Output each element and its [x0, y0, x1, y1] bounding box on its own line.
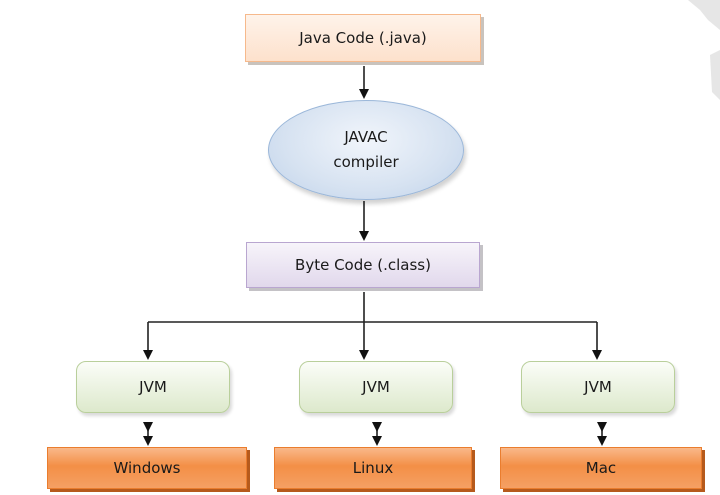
jvm-label: JVM	[139, 378, 167, 396]
platform-label: Linux	[352, 459, 394, 477]
javac-compiler-node: JAVAC compiler	[268, 100, 464, 200]
jvm-node-linux: JVM	[299, 361, 453, 413]
page-corner-decoration	[688, 0, 720, 100]
java-source-node: Java Code (.java)	[245, 14, 481, 62]
jvm-node-windows: JVM	[76, 361, 230, 413]
jvm-node-mac: JVM	[521, 361, 675, 413]
bytecode-node: Byte Code (.class)	[246, 242, 480, 288]
compiler-label-line2: compiler	[333, 153, 399, 171]
platform-node-mac: Mac	[500, 447, 702, 489]
java-source-label: Java Code (.java)	[299, 29, 427, 47]
platform-label: Mac	[585, 459, 617, 477]
compiler-label-line1: JAVAC	[344, 128, 388, 146]
platform-node-linux: Linux	[274, 447, 472, 489]
jvm-label: JVM	[584, 378, 612, 396]
bytecode-label: Byte Code (.class)	[295, 256, 431, 274]
platform-node-windows: Windows	[47, 447, 247, 489]
platform-label: Windows	[113, 459, 181, 477]
jvm-label: JVM	[362, 378, 390, 396]
